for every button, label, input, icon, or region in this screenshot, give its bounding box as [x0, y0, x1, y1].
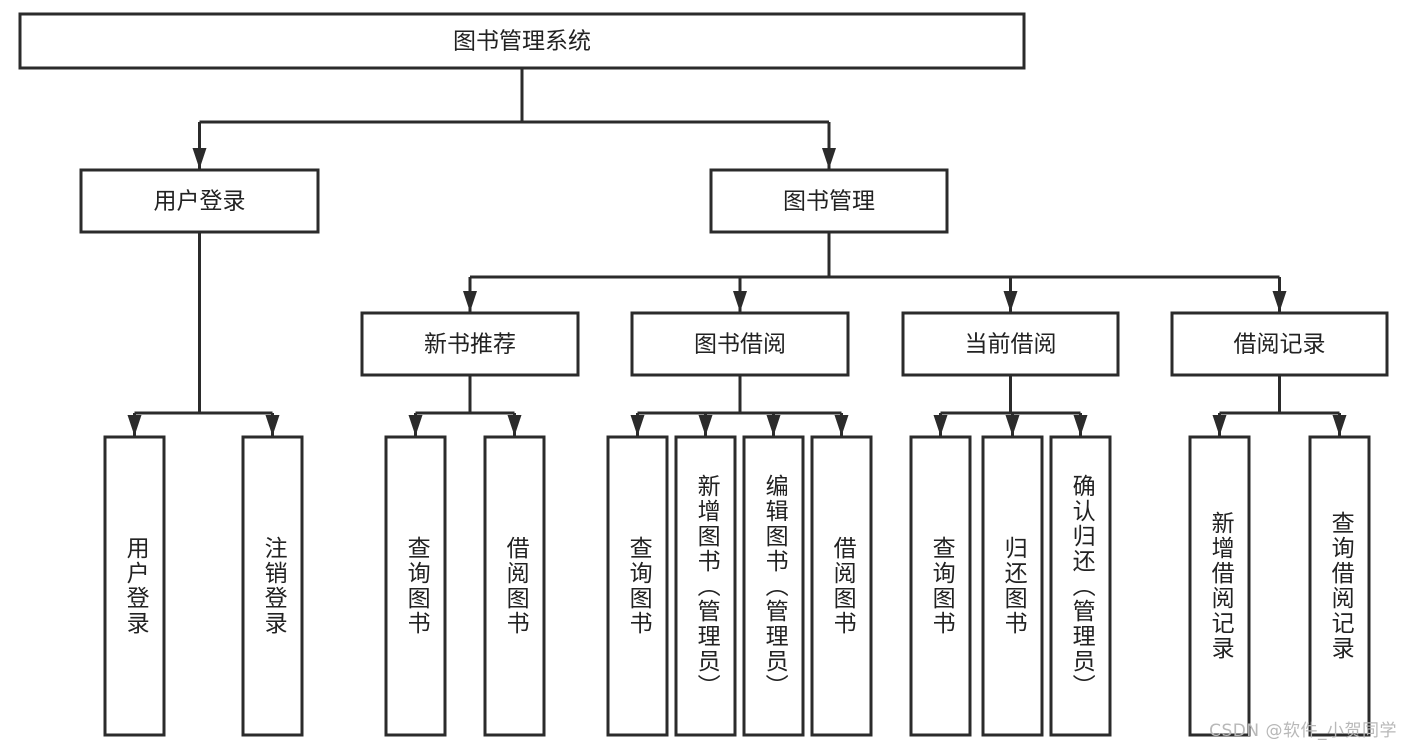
arrow-to-leaf-1-1 — [507, 415, 522, 436]
leaf-node-box-7[interactable] — [810, 435, 873, 737]
level2-node-label-1: 图书管理 — [783, 189, 875, 215]
leaf-node-box-6[interactable] — [742, 435, 805, 737]
node-boxes-layer — [18, 12, 1389, 737]
level2-node-box-1[interactable] — [709, 168, 949, 234]
arrow-to-leaf-3-1 — [1005, 415, 1020, 436]
arrow-to-leaf-4-0 — [1212, 415, 1227, 436]
arrow-to-leaf-0-0 — [127, 415, 142, 436]
leaf-node-box-0[interactable] — [103, 435, 166, 737]
arrow-to-leaf-0-1 — [265, 415, 280, 436]
arrow-to-level3-1 — [733, 291, 747, 312]
leaf-node-box-2[interactable] — [384, 435, 447, 737]
arrow-to-leaf-2-0 — [630, 415, 645, 436]
arrow-to-leaf-2-2 — [766, 415, 781, 436]
arrow-to-level3-2 — [1003, 291, 1018, 312]
leaf-node-box-11[interactable] — [1188, 435, 1251, 737]
arrow-to-leaf-2-3 — [834, 415, 849, 436]
leaf-node-box-1[interactable] — [241, 435, 304, 737]
level3-node-box-0[interactable] — [360, 311, 580, 377]
level2-node-label-0: 用户登录 — [154, 189, 246, 215]
level3-node-label-3: 借阅记录 — [1234, 332, 1326, 358]
level3-node-box-1[interactable] — [630, 311, 850, 377]
csdn-watermark: CSDN @软件_小贺同学 — [1209, 721, 1397, 741]
leaf-node-box-9[interactable] — [981, 435, 1044, 737]
leaf-node-box-12[interactable] — [1308, 435, 1371, 737]
connectors-layer — [127, 68, 1347, 436]
arrow-to-level3-0 — [463, 291, 477, 312]
level2-node-box-0[interactable] — [79, 168, 320, 234]
arrow-to-leaf-1-0 — [408, 415, 423, 436]
arrow-to-level2-1 — [822, 148, 836, 169]
level3-node-label-0: 新书推荐 — [424, 332, 516, 358]
leaf-node-box-4[interactable] — [606, 435, 669, 737]
leaf-node-box-3[interactable] — [483, 435, 546, 737]
leaf-node-box-10[interactable] — [1049, 435, 1112, 737]
arrow-to-leaf-2-1 — [698, 415, 713, 436]
arrow-to-leaf-4-1 — [1332, 415, 1347, 436]
level3-node-box-2[interactable] — [901, 311, 1120, 377]
root-node-label-0: 图书管理系统 — [453, 29, 591, 55]
level3-node-box-3[interactable] — [1170, 311, 1389, 377]
level3-node-label-1: 图书借阅 — [694, 332, 786, 358]
arrow-to-leaf-3-0 — [933, 415, 948, 436]
arrow-to-level3-3 — [1272, 291, 1287, 312]
root-node-box-0[interactable] — [18, 12, 1026, 70]
level3-node-label-2: 当前借阅 — [965, 332, 1057, 358]
leaf-node-box-5[interactable] — [674, 435, 737, 737]
leaf-node-box-8[interactable] — [909, 435, 972, 737]
arrow-to-leaf-3-2 — [1073, 415, 1088, 436]
arrow-to-level2-0 — [192, 148, 207, 169]
